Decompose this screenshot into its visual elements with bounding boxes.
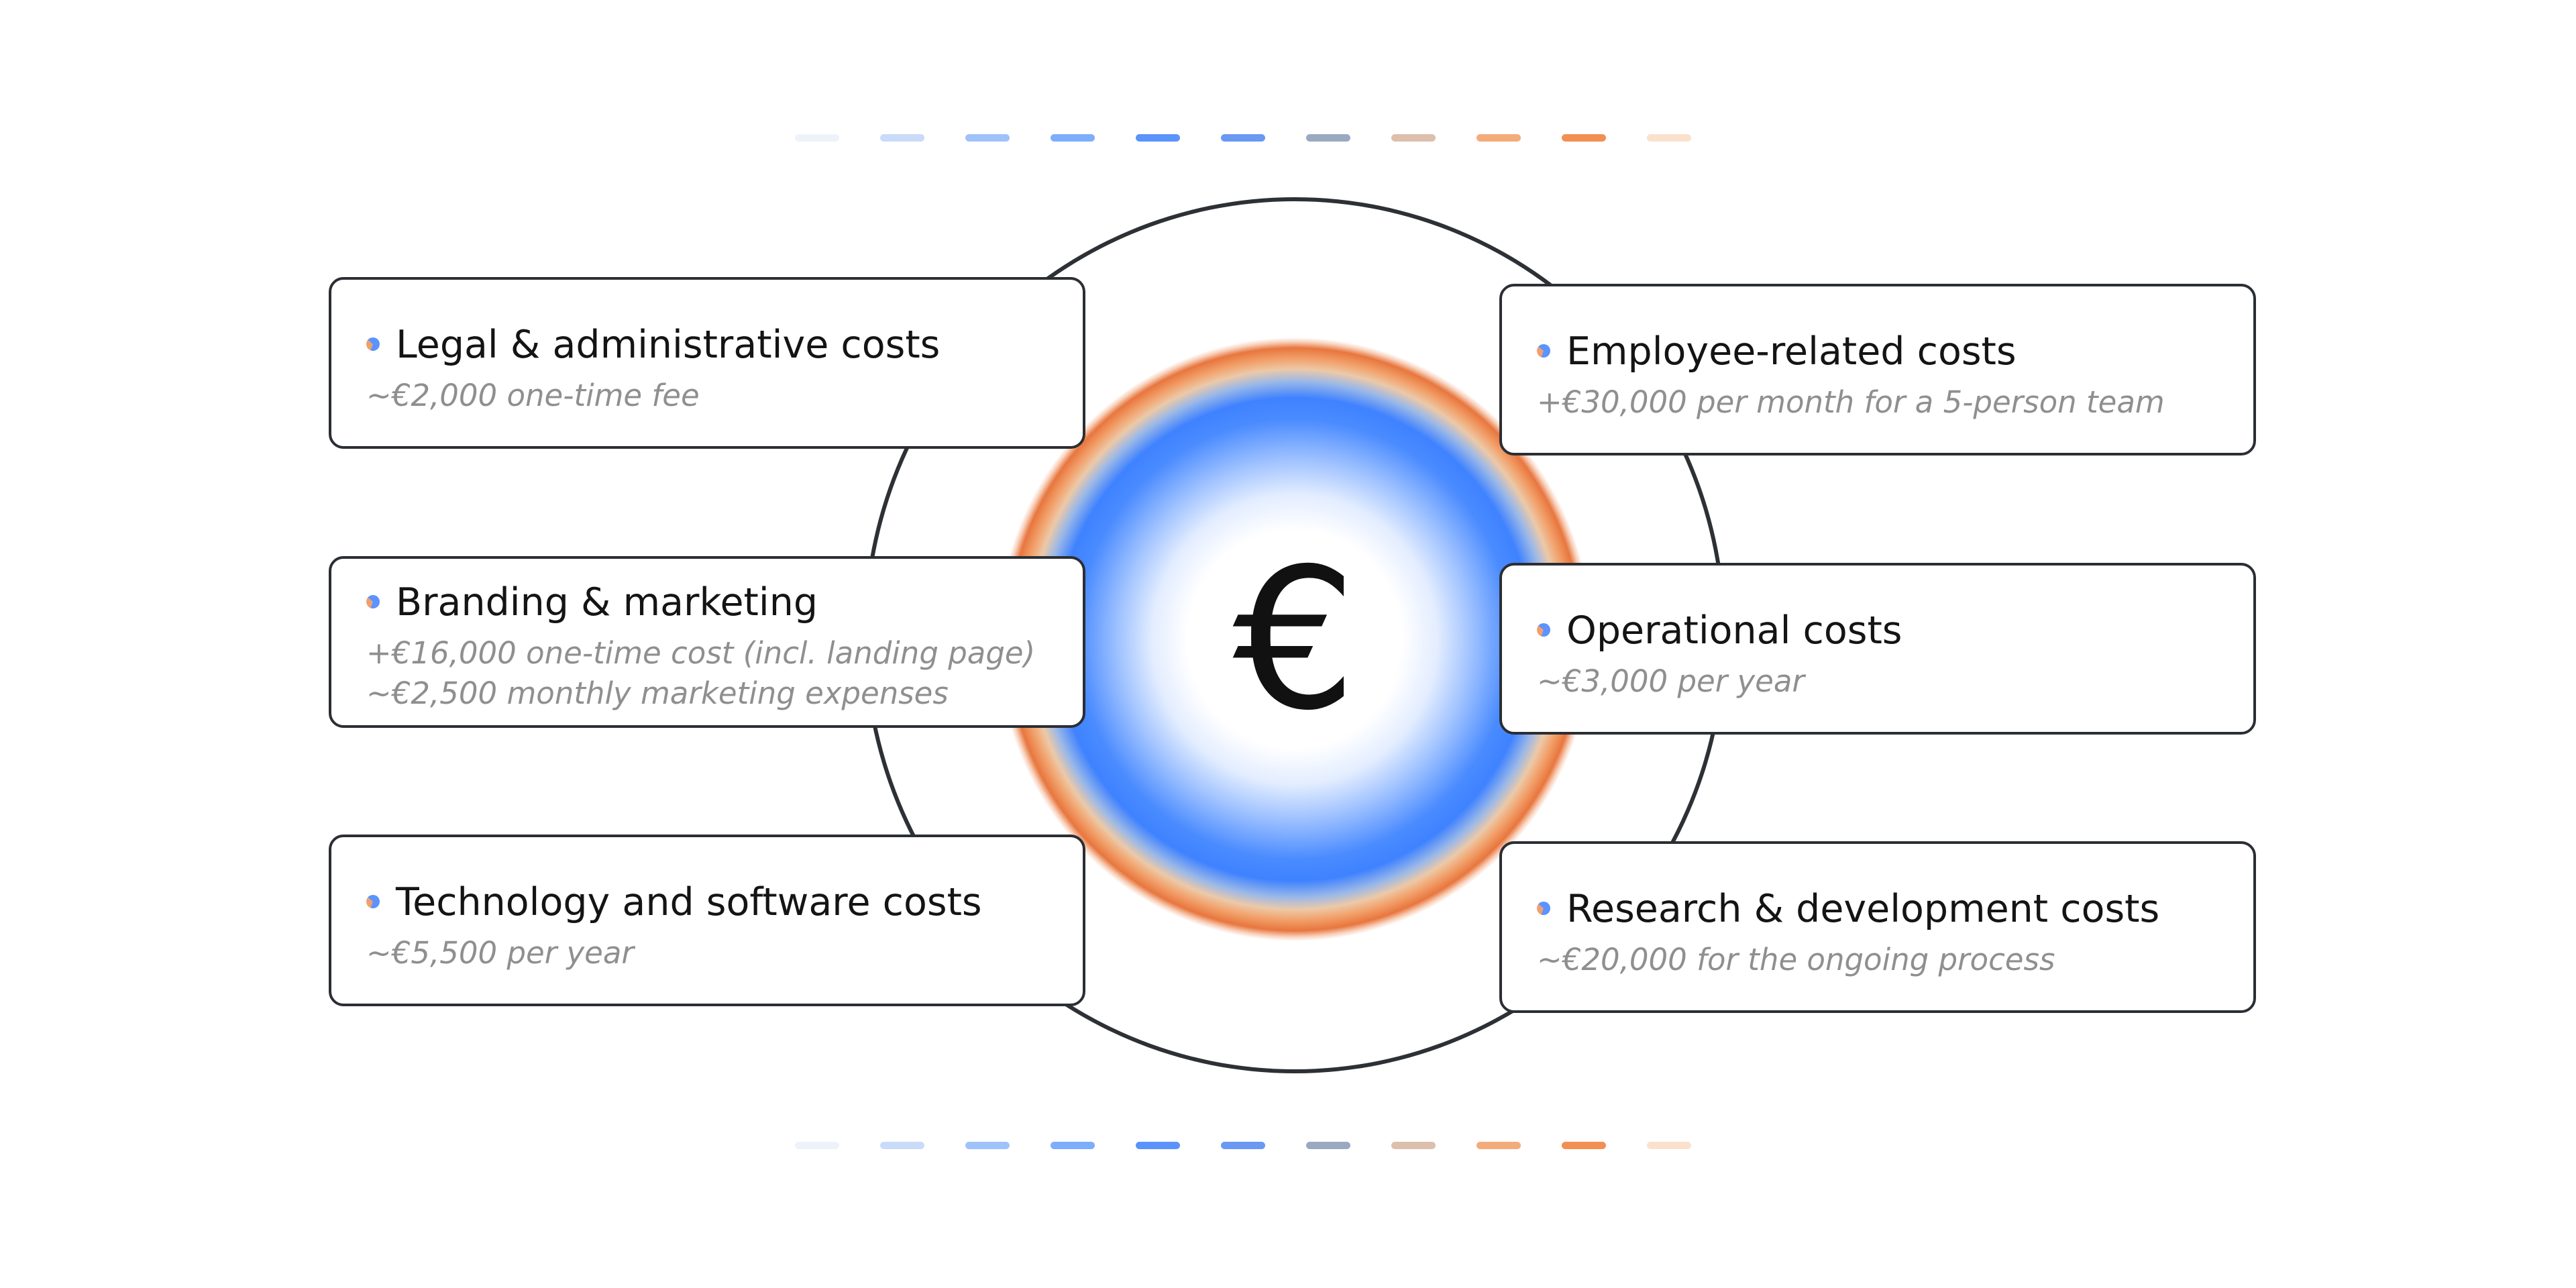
card-detail: ~€2,500 monthly marketing expenses (366, 676, 949, 711)
card-title: Legal & administrative costs (396, 323, 941, 367)
dash-mark (1647, 134, 1691, 142)
dash-mark (1221, 1142, 1265, 1149)
euro-symbol-icon: € (1232, 527, 1357, 753)
card-detail: +€30,000 per month for a 5-person team (1537, 384, 2165, 420)
dash-mark (880, 1142, 924, 1149)
dash-mark (965, 1142, 1010, 1149)
dash-mark (880, 134, 924, 142)
card-detail: +€16,000 one-time cost (incl. landing pa… (366, 635, 1036, 671)
card-title: Employee-related costs (1566, 329, 2017, 374)
bullet-icon (366, 337, 380, 351)
card-detail: ~€5,500 per year (366, 935, 634, 971)
dash-mark (965, 134, 1010, 142)
bullet-icon (1537, 902, 1550, 915)
card-research-development: Research & development costs ~€20,000 fo… (1499, 841, 2256, 1013)
decorative-dash-row-top (0, 133, 2576, 144)
card-detail: ~€3,000 per year (1537, 663, 1805, 699)
dash-mark (1391, 1142, 1436, 1149)
card-employee-related: Employee-related costs +€30,000 per mont… (1499, 284, 2256, 455)
dash-mark (1562, 134, 1606, 142)
dash-mark (1051, 134, 1095, 142)
bullet-icon (1537, 344, 1550, 358)
bullet-icon (1537, 623, 1550, 637)
dash-mark (1391, 134, 1436, 142)
dash-mark (1221, 134, 1265, 142)
dash-mark (1477, 1142, 1521, 1149)
card-title: Operational costs (1566, 608, 1902, 653)
dash-mark (795, 134, 839, 142)
dash-mark (1051, 1142, 1095, 1149)
dash-mark (1647, 1142, 1691, 1149)
card-legal-administrative: Legal & administrative costs ~€2,000 one… (329, 277, 1085, 449)
card-title: Branding & marketing (396, 580, 818, 625)
card-detail: ~€20,000 for the ongoing process (1537, 942, 2055, 977)
dash-mark (1306, 1142, 1350, 1149)
card-operational: Operational costs ~€3,000 per year (1499, 563, 2256, 735)
card-title: Technology and software costs (396, 880, 982, 924)
dash-mark (1477, 134, 1521, 142)
gradient-halo (998, 337, 1592, 941)
card-detail: ~€2,000 one-time fee (366, 378, 700, 413)
dash-mark (1136, 1142, 1180, 1149)
card-title: Research & development costs (1566, 887, 2160, 931)
decorative-dash-row-bottom (0, 1140, 2576, 1151)
dash-mark (1306, 134, 1350, 142)
bullet-icon (366, 895, 380, 908)
bullet-icon (366, 595, 380, 608)
card-branding-marketing: Branding & marketing +€16,000 one-time c… (329, 556, 1085, 728)
dash-mark (1562, 1142, 1606, 1149)
card-technology-software: Technology and software costs ~€5,500 pe… (329, 835, 1085, 1006)
dash-mark (1136, 134, 1180, 142)
dash-mark (795, 1142, 839, 1149)
